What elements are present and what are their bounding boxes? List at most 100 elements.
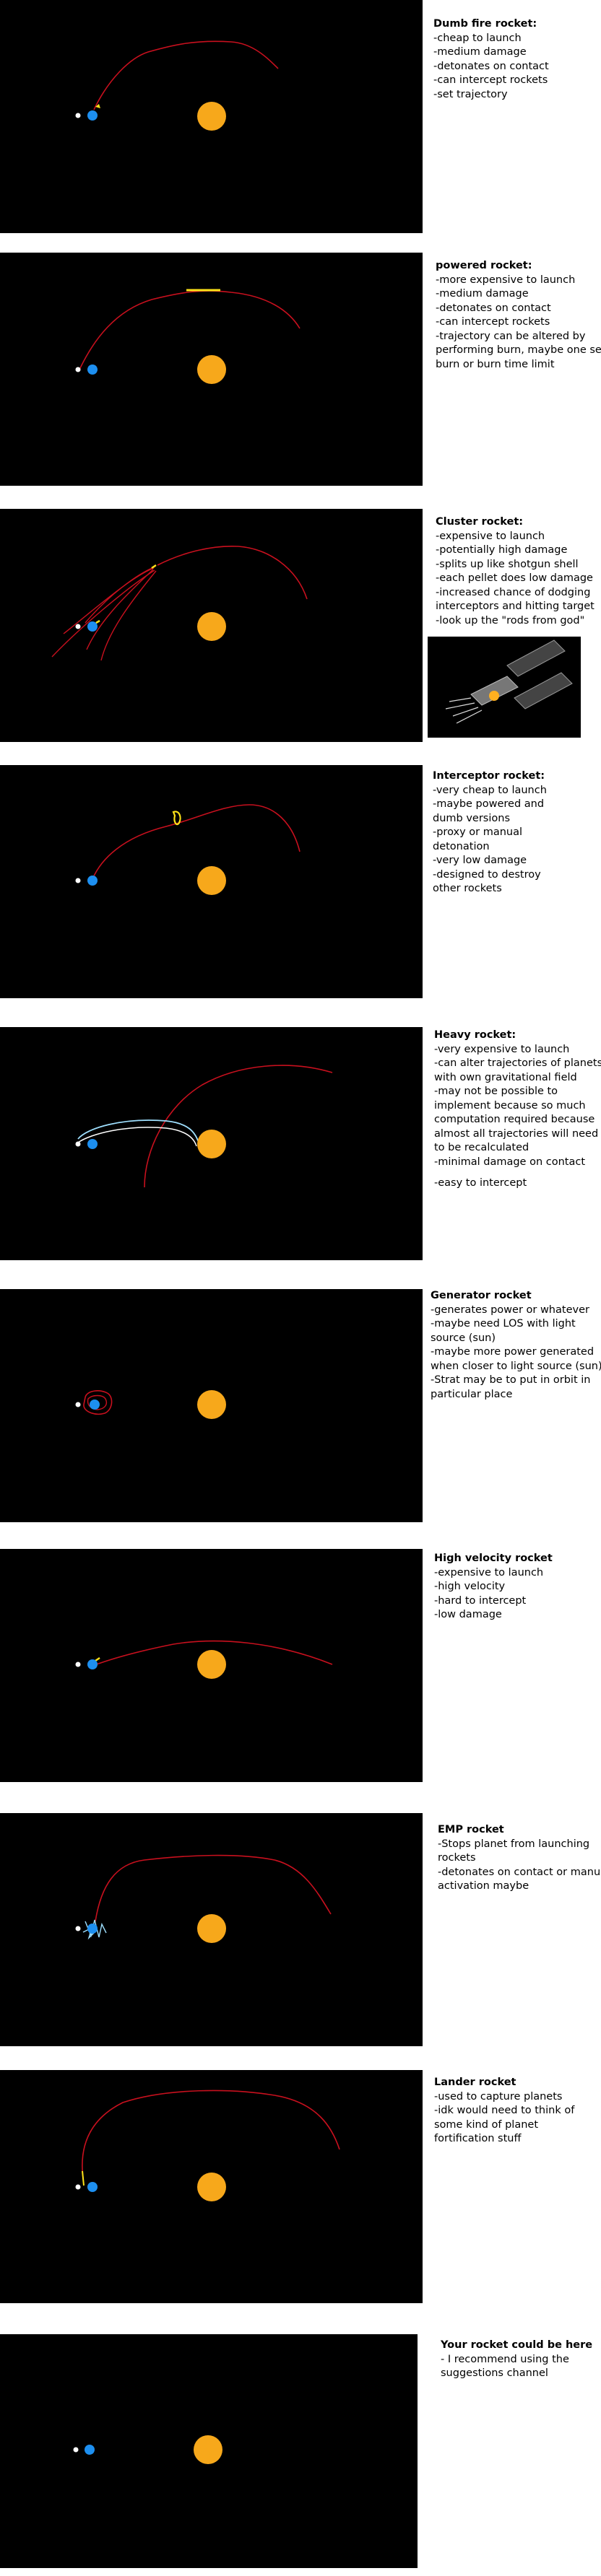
panel-dumb-fire — [0, 0, 423, 233]
lander-mark — [82, 2170, 85, 2186]
sun — [197, 1914, 226, 1943]
desc-line: -hard to intercept — [434, 1594, 527, 1607]
desc-line: -set trajectory — [433, 88, 508, 100]
trajectory-line — [82, 2090, 340, 2179]
moon — [75, 878, 81, 883]
sun — [197, 355, 226, 384]
rocket-title: Interceptor rocket: — [433, 770, 545, 782]
desc-line: -very low damage — [433, 855, 527, 866]
planet — [85, 2445, 95, 2455]
desc-line: -maybe need LOS with light — [431, 1318, 576, 1330]
desc-heavy: Heavy rocket: -very expensive to launch … — [434, 1029, 601, 1191]
orbit-line — [83, 1390, 113, 1415]
desc-line: -trajectory can be altered by — [436, 330, 586, 342]
panel-lander — [0, 2070, 423, 2303]
sun — [197, 1650, 226, 1679]
rocket-title: High velocity rocket — [434, 1553, 553, 1564]
moon — [75, 624, 81, 629]
desc-line: -expensive to launch — [434, 1566, 544, 1579]
moon — [75, 1926, 81, 1931]
desc-line: -may not be possible to — [434, 1086, 558, 1097]
planet — [87, 1924, 98, 1934]
panel-powered — [0, 253, 423, 486]
desc-cluster: Cluster rocket: -expensive to launch -po… — [436, 515, 594, 628]
satellite-illustration — [445, 639, 573, 724]
desc-line: -Stops planet from launching — [438, 1838, 590, 1850]
interceptor-mark — [172, 811, 181, 826]
cluster-reference-image — [428, 637, 581, 738]
desc-line: source (sun) — [431, 1332, 496, 1344]
trajectory-line — [92, 1640, 333, 1667]
orbit-line — [87, 1394, 108, 1410]
desc-line: -expensive to launch — [436, 530, 545, 542]
desc-line: burn or burn time limit — [436, 358, 555, 370]
satellite-body — [470, 676, 519, 706]
rods — [445, 697, 483, 724]
panel-emp — [0, 1813, 423, 2046]
sun — [197, 2173, 226, 2201]
desc-line: -very cheap to launch — [433, 784, 547, 796]
desc-line: -minimal damage on contact — [434, 1156, 586, 1168]
desc-line: -medium damage — [433, 46, 527, 58]
desc-line: -maybe more power generated — [431, 1346, 594, 1358]
desc-line: -detonates on contact or manual — [438, 1866, 601, 1878]
panel-cluster — [0, 509, 423, 742]
sun — [197, 102, 226, 131]
trajectory-line — [157, 545, 308, 600]
sun — [197, 1130, 226, 1158]
desc-line: -designed to destroy — [433, 868, 541, 881]
desc-line: -more expensive to launch — [436, 274, 576, 286]
glow — [489, 691, 499, 701]
scene-high-velocity — [75, 1640, 333, 1679]
rocket-title: powered rocket: — [436, 260, 532, 271]
desc-line: suggestions channel — [441, 2367, 548, 2379]
desc-lander: Lander rocket -used to capture planets -… — [434, 2076, 574, 2147]
solar-panel — [506, 639, 566, 677]
desc-line: -each pellet does low damage — [436, 572, 593, 584]
planet — [87, 110, 98, 121]
desc-line: -medium damage — [436, 288, 529, 300]
trajectory-line — [144, 1065, 333, 1188]
trajectory-line — [92, 804, 300, 880]
desc-powered: powered rocket: -more expensive to launc… — [436, 259, 601, 372]
desc-line: almost all trajectories will need — [434, 1127, 599, 1140]
desc-your-rocket: Your rocket could be here - I recommend … — [441, 2339, 592, 2381]
desc-line: detonation — [433, 840, 490, 852]
planet — [87, 1139, 98, 1149]
desc-line: -maybe powered and — [433, 798, 545, 810]
orbit-line-white — [77, 1127, 197, 1147]
trajectory-line — [95, 1854, 332, 1922]
moon — [75, 113, 81, 118]
trajectory-line — [93, 40, 279, 110]
desc-line: -splits up like shotgun shell — [436, 558, 579, 570]
desc-line: -can alter trajectories of planets — [434, 1057, 601, 1069]
solar-panel — [514, 672, 573, 710]
desc-high-velocity: High velocity rocket -expensive to launc… — [434, 1552, 553, 1623]
rocket-title: Your rocket could be here — [441, 2339, 593, 2351]
panel-generator — [0, 1289, 423, 1522]
orbit-line-blue — [77, 1119, 199, 1143]
rocket-title: Lander rocket — [434, 2077, 516, 2088]
rocket-mark — [95, 1656, 100, 1662]
rocket-title: Generator rocket — [431, 1290, 532, 1301]
scene-heavy — [75, 1065, 333, 1188]
desc-line: -easy to intercept — [434, 1177, 527, 1189]
planet — [87, 364, 98, 375]
desc-line: -generates power or whatever — [431, 1304, 589, 1316]
rocket-title: Dumb fire rocket: — [433, 18, 537, 30]
moon — [75, 1662, 81, 1667]
desc-line: fortification stuff — [434, 2133, 522, 2144]
rocket-mark — [95, 104, 100, 108]
desc-line: when closer to light source (sun) — [431, 1360, 601, 1372]
panel-heavy — [0, 1027, 423, 1260]
planet — [90, 1400, 100, 1410]
desc-line: implement because so much — [434, 1099, 586, 1112]
sun — [197, 612, 226, 641]
desc-line: -increased chance of dodging — [436, 586, 591, 598]
desc-line: rockets — [438, 1852, 476, 1864]
desc-dumb-fire: Dumb fire rocket: -cheap to launch -medi… — [433, 17, 549, 102]
desc-line: - I recommend using the — [441, 2353, 569, 2365]
planet — [87, 621, 98, 632]
desc-line: -detonates on contact — [433, 60, 549, 72]
desc-line: -detonates on contact — [436, 302, 551, 314]
